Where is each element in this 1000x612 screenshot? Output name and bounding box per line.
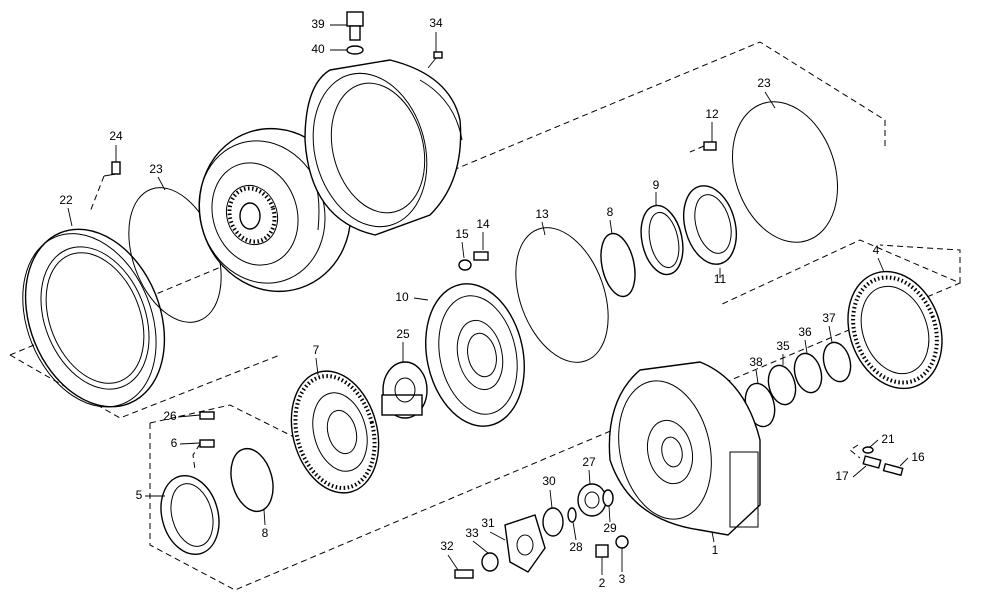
callout-5: 5	[136, 488, 143, 502]
callout-13: 13	[535, 207, 549, 221]
part-12-bolt	[689, 141, 717, 153]
part-24-bolt	[89, 161, 121, 213]
part-13-gasket	[515, 227, 609, 363]
part-33-washer	[481, 552, 499, 572]
callout-7: 7	[313, 343, 320, 357]
callout-29: 29	[603, 521, 617, 535]
callout-11: 11	[714, 272, 727, 286]
part-2-plug	[595, 544, 609, 558]
callout-23-right: 23	[757, 76, 771, 90]
callout-23-left: 23	[149, 162, 163, 176]
callout-4: 4	[873, 243, 880, 257]
part-30-ring	[542, 507, 564, 537]
part-25-shaft	[381, 361, 428, 419]
part-22-cover-plate	[22, 228, 166, 408]
part-40-washer	[346, 45, 364, 55]
callout-9: 9	[653, 178, 660, 192]
part-29-ring	[602, 489, 614, 507]
callout-1: 1	[712, 543, 719, 557]
callout-2: 2	[599, 576, 606, 590]
part-6-bolt	[192, 439, 215, 471]
callout-31: 31	[481, 516, 495, 530]
leader-lines	[67, 24, 909, 575]
part-32-bolt	[454, 569, 474, 579]
callout-21: 21	[881, 432, 895, 446]
callout-labels: 39 40 34 23 23 24 22 12 9 8 13 15 14 11 …	[59, 16, 925, 590]
part-8-ring-upper	[600, 232, 636, 298]
callout-12: 12	[705, 107, 719, 121]
callout-14: 14	[476, 217, 490, 231]
part-15-washer	[458, 259, 472, 271]
part-39-plug	[346, 11, 364, 41]
part-17-spring	[849, 444, 882, 469]
callout-8-lower: 8	[262, 526, 269, 540]
part-1-main-housing	[608, 361, 761, 536]
part-35-ring	[767, 364, 797, 406]
callout-35: 35	[776, 339, 790, 353]
part-8-ring-lower	[230, 447, 274, 513]
callout-15: 15	[455, 227, 469, 241]
callout-28: 28	[569, 540, 583, 554]
part-26-bolt	[199, 411, 215, 420]
upper-group-frame-bottom	[9, 354, 281, 419]
callout-26: 26	[163, 409, 177, 423]
callout-40: 40	[311, 42, 325, 56]
callout-25: 25	[396, 327, 410, 341]
lower-group-frame	[149, 404, 301, 441]
part-23-gasket-right	[731, 101, 839, 243]
part-14-bolt	[473, 251, 489, 261]
part-36-ring	[793, 352, 823, 394]
callout-33: 33	[465, 526, 479, 540]
callout-32: 32	[440, 539, 454, 553]
callout-24: 24	[109, 129, 123, 143]
callout-27: 27	[582, 455, 596, 469]
part-7-gear	[290, 370, 380, 494]
callout-17: 17	[835, 469, 849, 483]
part-4-gear-ring	[847, 270, 943, 390]
callout-34: 34	[429, 16, 443, 30]
right-group-frame	[879, 244, 961, 283]
part-37-ring	[822, 341, 852, 383]
part-28-ring	[567, 507, 577, 523]
callout-36: 36	[798, 325, 812, 339]
callout-3: 3	[619, 572, 626, 586]
callout-38: 38	[749, 355, 763, 369]
callout-16: 16	[911, 450, 925, 464]
part-31-yoke	[504, 514, 546, 573]
part-9-ring	[640, 204, 684, 276]
upper-group-frame	[9, 41, 886, 356]
callout-30: 30	[542, 474, 556, 488]
part-27-bearing	[577, 483, 607, 517]
part-21-pin	[862, 446, 874, 454]
part-3-washer	[615, 535, 629, 549]
part-11-bearing	[683, 185, 737, 265]
part-10-pump	[425, 283, 525, 427]
part-16-bolt	[882, 462, 904, 477]
callout-6: 6	[171, 436, 178, 450]
part-34-bolt	[427, 51, 443, 69]
lower-group-frame-2	[149, 239, 962, 591]
callout-8-upper: 8	[607, 205, 614, 219]
callout-22: 22	[59, 193, 73, 207]
callout-39: 39	[311, 17, 325, 31]
part-5-plate	[160, 474, 220, 556]
callout-10: 10	[395, 290, 409, 304]
callout-37: 37	[822, 311, 836, 325]
converter-housing	[304, 59, 463, 236]
